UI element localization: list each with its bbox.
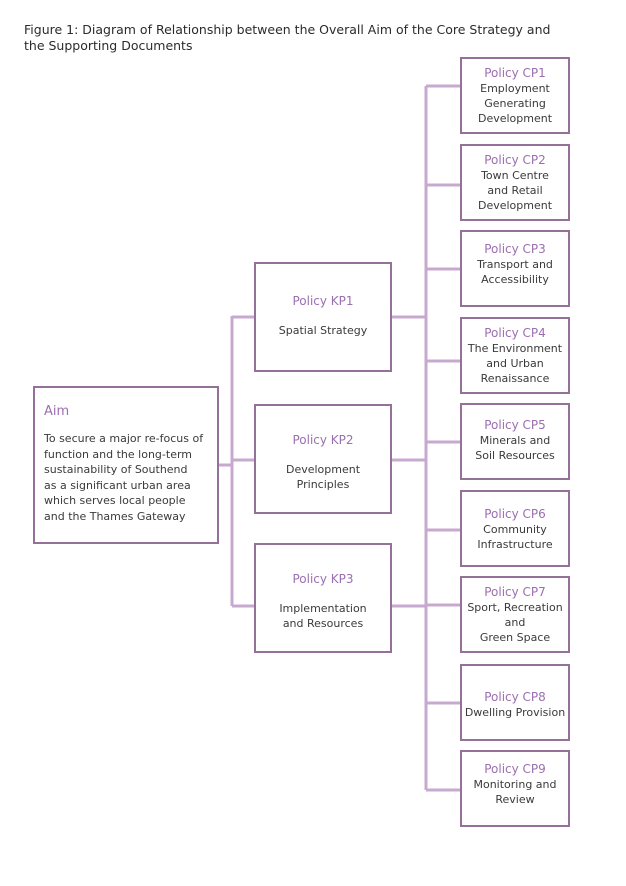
figure-caption-line-1: Figure 1: Diagram of Relationship betwee… — [24, 22, 551, 37]
figure-caption: Figure 1: Diagram of Relationship betwee… — [24, 22, 604, 54]
aim-text-line: which serves local people — [44, 494, 186, 507]
policy-cp4-box: Policy CP4 The Environment and Urban Ren… — [460, 317, 570, 394]
policy-kp3-desc: Implementation and Resources — [256, 601, 390, 631]
policy-cp5-box: Policy CP5 Minerals and Soil Resources — [460, 403, 570, 480]
policy-cp9-line: Review — [495, 793, 535, 806]
policy-cp2-line: Town Centre — [481, 169, 549, 182]
policy-cp6-line: Community — [483, 523, 547, 536]
policy-cp3-desc: Transport and Accessibility — [462, 257, 568, 287]
aim-text-line: sustainability of Southend — [44, 463, 188, 476]
policy-cp7-line: Sport, Recreation — [467, 601, 563, 614]
aim-title: Aim — [44, 404, 70, 419]
policy-cp2-box: Policy CP2 Town Centre and Retail Develo… — [460, 144, 570, 221]
aim-text-line: and the Thames Gateway — [44, 509, 186, 523]
policy-kp3-line: and Resources — [282, 617, 364, 630]
policy-kp2-line: Development — [285, 463, 361, 476]
policy-cp2-line: Development — [477, 199, 553, 212]
policy-cp4-line: The Environment — [467, 342, 563, 355]
policy-kp3-line: Implementation — [279, 602, 367, 615]
policy-cp9-line: Monitoring and — [473, 778, 557, 791]
policy-kp1-box: Policy KP1 Spatial Strategy — [254, 262, 392, 372]
policy-kp1-title: Policy KP1 — [292, 294, 354, 308]
aim-text-line: To secure a major re-focus of — [44, 432, 204, 445]
policy-cp1-desc: Employment Generating Development — [462, 81, 568, 126]
policy-kp3-box: Policy KP3 Implementation and Resources — [254, 543, 392, 653]
aim-text: To secure a major re-focus of function a… — [44, 431, 217, 524]
policy-kp1-desc: Spatial Strategy — [256, 323, 390, 338]
policy-cp5-line: Soil Resources — [475, 449, 555, 462]
policy-cp2-line: and Retail — [487, 184, 543, 197]
policy-cp8-line: Dwelling Provision — [464, 706, 566, 719]
policy-cp4-desc: The Environment and Urban Renaissance — [462, 341, 568, 386]
policy-cp7-box: Policy CP7 Sport, Recreation and Green S… — [460, 576, 570, 653]
policy-cp1-title: Policy CP1 — [484, 66, 546, 80]
aim-text-line: as a significant urban area — [44, 478, 191, 492]
policy-cp3-box: Policy CP3 Transport and Accessibility — [460, 230, 570, 307]
policy-cp7-line: and — [504, 616, 526, 629]
policy-cp2-desc: Town Centre and Retail Development — [462, 168, 568, 213]
policy-cp6-title: Policy CP6 — [484, 507, 546, 521]
policy-cp1-box: Policy CP1 Employment Generating Develop… — [460, 57, 570, 134]
policy-cp8-title: Policy CP8 — [484, 690, 546, 704]
aim-text-line: function and the long-term — [44, 447, 193, 461]
policy-cp9-desc: Monitoring and Review — [462, 777, 568, 807]
policy-cp4-title: Policy CP4 — [484, 326, 546, 340]
policy-kp2-box: Policy KP2 Development Principles — [254, 404, 392, 514]
policy-cp6-line: Infrastructure — [477, 538, 553, 551]
policy-cp5-desc: Minerals and Soil Resources — [462, 433, 568, 463]
policy-cp1-line: Development — [477, 112, 553, 125]
policy-cp7-desc: Sport, Recreation and Green Space — [462, 600, 568, 645]
policy-cp8-desc: Dwelling Provision — [462, 705, 568, 720]
policy-cp8-box: Policy CP8 Dwelling Provision — [460, 664, 570, 741]
policy-cp7-title: Policy CP7 — [484, 585, 546, 599]
policy-cp6-desc: Community Infrastructure — [462, 522, 568, 552]
policy-cp6-box: Policy CP6 Community Infrastructure — [460, 490, 570, 567]
policy-kp1-line: Spatial Strategy — [278, 324, 368, 337]
policy-cp3-title: Policy CP3 — [484, 242, 546, 256]
figure-caption-line-2: the Supporting Documents — [24, 38, 193, 53]
policy-cp7-line: Green Space — [479, 631, 551, 644]
policy-kp2-desc: Development Principles — [256, 462, 390, 492]
policy-cp4-line: Renaissance — [480, 372, 550, 385]
policy-cp5-title: Policy CP5 — [484, 418, 546, 432]
policy-cp3-line: Transport and — [477, 258, 553, 271]
policy-cp9-title: Policy CP9 — [484, 762, 546, 776]
policy-cp5-line: Minerals and — [479, 434, 551, 447]
aim-box: Aim To secure a major re-focus of functi… — [33, 386, 219, 544]
policy-cp2-title: Policy CP2 — [484, 153, 546, 167]
policy-cp1-line: Employment — [480, 82, 550, 95]
policy-cp4-line: and Urban — [486, 357, 544, 370]
policy-kp2-title: Policy KP2 — [292, 433, 354, 447]
policy-cp1-line: Generating — [484, 97, 546, 110]
policy-kp3-title: Policy KP3 — [292, 572, 354, 586]
policy-kp2-line: Principles — [296, 478, 350, 491]
policy-cp9-box: Policy CP9 Monitoring and Review — [460, 750, 570, 827]
policy-cp3-line: Accessibility — [481, 273, 549, 286]
